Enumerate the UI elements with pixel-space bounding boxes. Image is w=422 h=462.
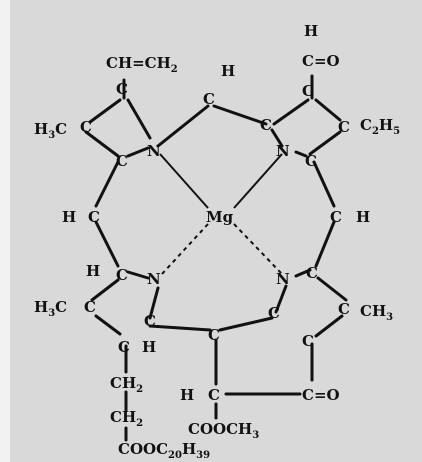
bond-c4 (148, 286, 160, 320)
label-c5: C (260, 116, 272, 134)
label-h-c-left: H (62, 208, 76, 226)
bond-mg-tr (233, 153, 283, 209)
label-n-bl: N (147, 270, 161, 288)
bond-c3 (94, 314, 122, 336)
label-c-bl3: C (144, 312, 156, 330)
bond-mg-tl (159, 153, 209, 209)
bond-d1 (274, 284, 288, 314)
label-h-right: H (356, 208, 370, 226)
label-c-ring5: C (208, 386, 220, 404)
label-c1: C (116, 80, 128, 98)
label-c8: C (305, 152, 317, 170)
label-cooc20h39: COOC20H39 (118, 440, 210, 461)
label-ald-co: C=O (302, 52, 340, 70)
label-n-tr: N (276, 142, 290, 160)
label-co-ring5: C=O (302, 386, 340, 404)
label-c2: C (203, 90, 215, 108)
label-cooch3: COOCH3 (188, 420, 259, 441)
bond-b3 (308, 130, 342, 156)
bond-a3 (84, 130, 120, 158)
label-c6: C (338, 118, 350, 136)
bond-meso-bottom-l (148, 324, 212, 332)
bond-left-meso-2 (94, 220, 120, 268)
bond-b1 (272, 98, 310, 126)
label-c-bottom-mid: C (268, 304, 280, 322)
label-h-top: H (221, 62, 235, 80)
label-ald-h: H (304, 22, 318, 40)
bond-b2 (314, 98, 342, 122)
bond-right-meso-1 (312, 160, 336, 208)
label-c-br1: C (306, 264, 318, 282)
label-vinyl: CH=CH2 (106, 54, 178, 75)
label-c-bl2: C (84, 298, 96, 316)
bond-a2 (126, 98, 152, 140)
label-ch2-2: CH2 (110, 408, 143, 429)
label-c-bl1: C (116, 266, 128, 284)
bond-left-meso-1 (94, 160, 120, 208)
atom-labels: CH=CH2 H H C=O C C C H3C C C C C2H5 C N … (34, 22, 400, 461)
bonds (84, 74, 348, 442)
label-h3c-left: H3C (34, 120, 67, 141)
bond-meso-bottom-r (218, 316, 274, 332)
bond-mg-br (233, 223, 283, 275)
label-c3: C (302, 82, 314, 100)
bond-a4 (126, 146, 150, 158)
label-c-br2: C (338, 300, 350, 318)
label-c7: C (116, 152, 128, 170)
bond-mg-bl (161, 223, 209, 275)
label-ch2-1: CH2 (110, 374, 143, 395)
bond-meso-top-l (156, 104, 210, 148)
bond-d4 (314, 314, 344, 338)
label-h-bl: H (86, 262, 100, 280)
label-c-left: C (88, 208, 100, 226)
label-c-bl4: C (118, 338, 130, 356)
bond-a1 (88, 98, 122, 124)
bond-c1 (126, 270, 150, 280)
bond-b5 (294, 150, 308, 158)
bond-d2 (294, 268, 312, 278)
bond-meso-top-r (212, 104, 268, 126)
label-h3c-bottom: H3C (34, 298, 67, 319)
label-n-tl: N (147, 142, 161, 160)
label-c-right: C (330, 208, 342, 226)
bond-d3 (316, 276, 348, 302)
left-border-strip (0, 0, 10, 462)
label-ch3-right: CH3 (360, 302, 393, 323)
label-c4: C (80, 118, 92, 136)
bond-c2 (90, 278, 120, 302)
bond-b4 (270, 128, 284, 148)
label-mg: Mg (206, 208, 234, 226)
label-h-bl2: H (142, 338, 156, 356)
label-n-br: N (276, 270, 290, 288)
label-c-center-bottom: C (208, 326, 220, 344)
label-h-ring5: H (180, 386, 194, 404)
bond-right-meso-2 (314, 220, 336, 268)
label-c-br3: C (302, 332, 314, 350)
label-c2h5: C2H5 (360, 116, 400, 137)
